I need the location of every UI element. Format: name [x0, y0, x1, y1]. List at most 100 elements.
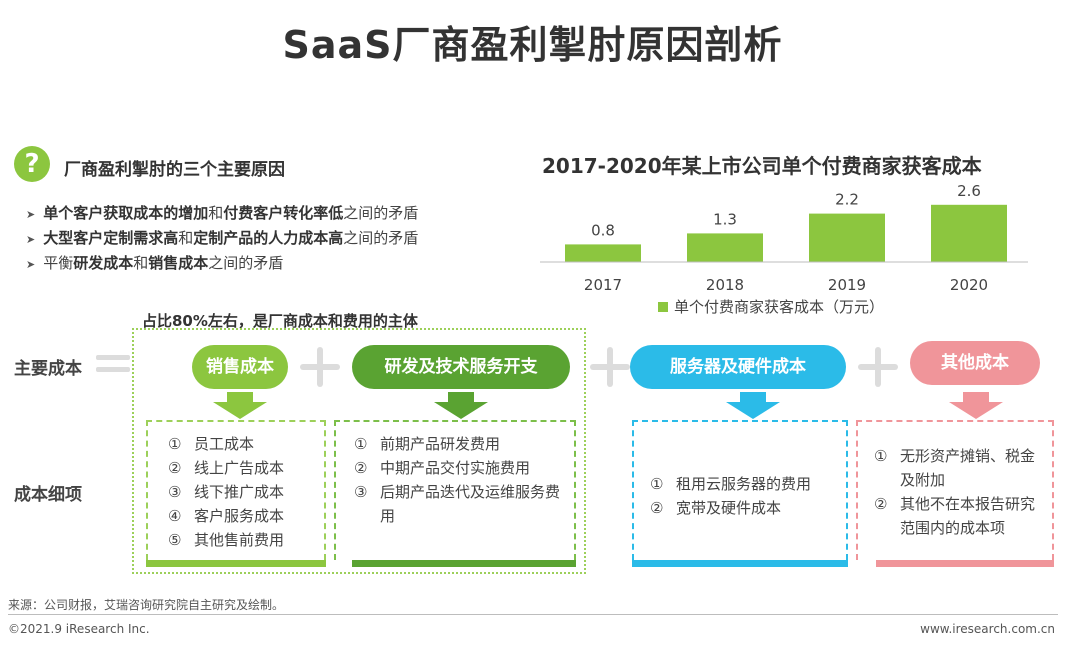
- cost-detail-box-sales: ① 员工成本 ② 线上广告成本 ③ 线下推广成本 ④ 客户服务成本 ⑤ 其他售前费用: [146, 420, 326, 560]
- cost-pill-server: 服务器及硬件成本: [630, 345, 846, 389]
- source-note: 来源：公司财报，艾瑞咨询研究院自主研究及绘制。: [8, 598, 285, 612]
- reason-segment: 付费客户转化率低: [223, 204, 344, 222]
- cost-item: ⑤ 其他售前费用: [168, 528, 324, 552]
- tick-label: 2017: [584, 276, 622, 294]
- cost-item-number: ②: [874, 495, 888, 513]
- bar: [565, 244, 641, 262]
- data-label: 1.3: [713, 210, 737, 228]
- bar: [809, 213, 885, 262]
- reason-segment: 单个客户获取成本的增加: [43, 204, 209, 222]
- triangle-right-icon: ➤: [26, 208, 36, 221]
- plus-icon: [300, 347, 340, 387]
- cost-item-text: 租用云服务器的费用: [676, 475, 812, 493]
- cost-item-text: 其他不在本报告研究范围内的成本项: [900, 495, 1036, 537]
- cost-pill-sales: 销售成本: [192, 345, 288, 389]
- plus-icon: [858, 347, 898, 387]
- data-label: 0.8: [591, 221, 615, 239]
- legend-label: 单个付费商家获客成本（万元）: [674, 298, 884, 316]
- cost-item-number: ②: [354, 459, 368, 477]
- data-label: 2.6: [957, 182, 981, 200]
- reason-text: 大型客户定制需求高和定制产品的人力成本高之间的矛盾: [43, 229, 418, 247]
- cost-item-number: ⑤: [168, 531, 182, 549]
- cost-box-bottom-bar: [632, 560, 848, 567]
- cost-item: ② 其他不在本报告研究范围内的成本项: [874, 492, 1042, 540]
- cost-item-number: ①: [874, 447, 888, 465]
- cost-pill-rnd: 研发及技术服务开支: [352, 345, 570, 389]
- down-arrow-icon: [213, 392, 267, 419]
- cost-detail-box-rnd: ① 前期产品研发费用 ② 中期产品交付实施费用 ③ 后期产品迭代及运维服务费用: [334, 420, 576, 560]
- cost-detail-label: 成本细项: [14, 485, 82, 505]
- reason-segment: 和: [178, 229, 194, 247]
- reason-item-1: ➤ 单个客户获取成本的增加和付费客户转化率低之间的矛盾: [26, 202, 418, 223]
- cost-item-text: 其他售前费用: [194, 531, 285, 549]
- cost-item: ③ 线下推广成本: [168, 480, 324, 504]
- cost-item-text: 客户服务成本: [194, 507, 285, 525]
- cost-item: ① 员工成本: [168, 432, 324, 456]
- reasons-heading: 厂商盈利掣肘的三个主要原因: [64, 160, 285, 180]
- reason-segment: 之间的矛盾: [343, 204, 419, 222]
- bar: [687, 233, 763, 262]
- reason-item-2: ➤ 大型客户定制需求高和定制产品的人力成本高之间的矛盾: [26, 227, 418, 248]
- cost-item: ④ 客户服务成本: [168, 504, 324, 528]
- reason-segment: 之间的矛盾: [208, 254, 284, 272]
- chart-title: 2017-2020年某上市公司单个付费商家获客成本: [542, 154, 982, 178]
- tick-label: 2020: [950, 276, 988, 294]
- reason-segment: 平衡: [43, 254, 74, 272]
- cost-item: ① 无形资产摊销、税金及附加: [874, 444, 1042, 492]
- bar-chart: 0.8 2017 1.3 2018 2.2 2019 2.6 2020 单个付费商家获客成本（万…: [540, 182, 1028, 316]
- page-title: SaaS厂商盈利掣肘原因剖析: [282, 23, 783, 67]
- cost-item-text: 前期产品研发费用: [380, 435, 501, 453]
- reason-segment: 和: [133, 254, 149, 272]
- cost-item-text: 中期产品交付实施费用: [380, 459, 531, 477]
- percentage-note: 占比80%左右，是厂商成本和费用的主体: [142, 312, 418, 330]
- reason-segment: 之间的矛盾: [343, 229, 419, 247]
- cost-item: ③ 后期产品迭代及运维服务费用: [354, 480, 560, 528]
- tick-label: 2019: [828, 276, 866, 294]
- reason-segment: 定制产品的人力成本高: [193, 229, 344, 247]
- cost-item-number: ①: [650, 475, 664, 493]
- cost-item-number: ①: [354, 435, 368, 453]
- data-label: 2.2: [835, 191, 859, 209]
- reason-segment: 销售成本: [148, 254, 209, 272]
- cost-item-text: 员工成本: [194, 435, 255, 453]
- footer-divider: [8, 614, 1058, 615]
- cost-item: ② 线上广告成本: [168, 456, 324, 480]
- cost-item-text: 无形资产摊销、税金及附加: [900, 447, 1036, 489]
- cost-item-number: ④: [168, 507, 182, 525]
- reason-segment: 和: [208, 204, 224, 222]
- reason-text: 单个客户获取成本的增加和付费客户转化率低之间的矛盾: [43, 204, 418, 222]
- down-arrow-icon: [949, 392, 1003, 419]
- plus-icon: [590, 347, 630, 387]
- cost-item-text: 线下推广成本: [194, 483, 285, 501]
- cost-box-bottom-bar: [352, 560, 576, 567]
- reason-segment: 大型客户定制需求高: [43, 229, 179, 247]
- cost-box-bottom-bar: [146, 560, 326, 567]
- cost-item-number: ③: [354, 483, 368, 501]
- website-link[interactable]: www.iresearch.com.cn: [920, 622, 1055, 636]
- copyright: ©2021.9 iResearch Inc.: [8, 622, 150, 636]
- cost-item: ① 租用云服务器的费用: [650, 472, 846, 496]
- cost-item-text: 后期产品迭代及运维服务费用: [380, 483, 561, 525]
- equals-icon: [96, 355, 130, 379]
- down-arrow-icon: [434, 392, 488, 419]
- down-arrow-icon: [726, 392, 780, 419]
- cost-item-number: ③: [168, 483, 182, 501]
- reason-item-3: ➤ 平衡研发成本和销售成本之间的矛盾: [26, 252, 283, 273]
- cost-item: ① 前期产品研发费用: [354, 432, 560, 456]
- cost-item-number: ②: [168, 459, 182, 477]
- reason-text: 平衡研发成本和销售成本之间的矛盾: [43, 254, 283, 272]
- triangle-right-icon: ➤: [26, 258, 36, 271]
- cost-pill-other: 其他成本: [910, 341, 1040, 385]
- bar: [931, 204, 1007, 262]
- cost-item-number: ①: [168, 435, 182, 453]
- triangle-right-icon: ➤: [26, 233, 36, 246]
- cost-item-text: 宽带及硬件成本: [676, 499, 782, 517]
- cost-item: ② 中期产品交付实施费用: [354, 456, 560, 480]
- main-cost-label: 主要成本: [14, 359, 82, 379]
- cost-detail-box-other: ① 无形资产摊销、税金及附加 ② 其他不在本报告研究范围内的成本项: [856, 420, 1054, 560]
- reason-segment: 研发成本: [73, 254, 134, 272]
- tick-label: 2018: [706, 276, 744, 294]
- cost-box-bottom-bar: [876, 560, 1054, 567]
- cost-item-text: 线上广告成本: [194, 459, 285, 477]
